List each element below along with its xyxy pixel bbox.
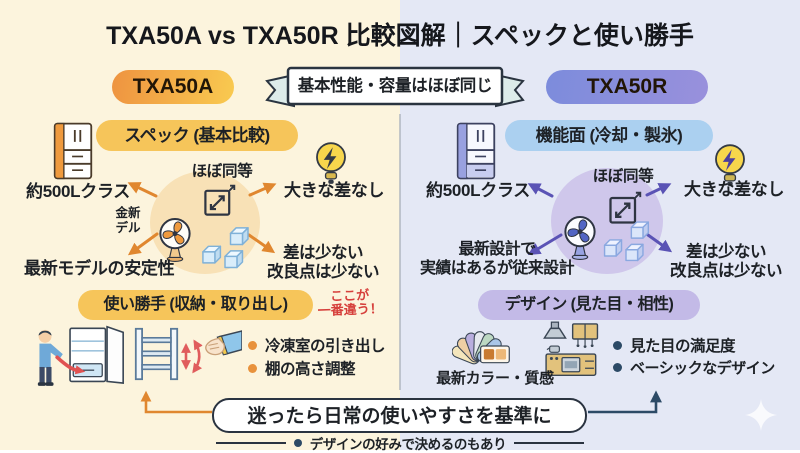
footer-subnote: デザインの好みで決めるのもあり (200, 433, 600, 453)
bullet-dot (293, 439, 302, 447)
hand-icon (201, 329, 243, 377)
color-caption-label: 最新カラー・質感 (436, 370, 554, 387)
no-big-diff-label: 大きな差なし (284, 181, 385, 200)
design-section-header: デザイン (見た目・相性) (478, 290, 700, 320)
no-big-diff-label: 大きな差なし (684, 180, 785, 199)
capacity-label: 約500Lクラス (26, 182, 131, 201)
bullet-dot (613, 363, 622, 372)
usage-section-header: 使い勝手 (収納・取り出し) (78, 290, 313, 320)
fridge-icon (52, 120, 94, 187)
ice-cubes-icon (199, 227, 251, 278)
bullet-dot (613, 340, 622, 350)
footer-sub-text: デザインの好みで決めるのもあり (309, 437, 507, 452)
bullet-dot (248, 363, 257, 373)
kitchen-icon (539, 321, 601, 385)
usage-bullet-row: 冷凍室の引き出し (248, 334, 386, 356)
footer-connector-left (140, 390, 212, 414)
design-bullet-1: 見た目の満足度 (630, 338, 736, 355)
capacity-label: 約500Lクラス (426, 181, 531, 200)
nearly-equal-label: ほぼ同等 (191, 163, 253, 180)
expand-arrows-icon (607, 191, 642, 231)
function-section-header: 機能面 (冷却・製氷) (505, 120, 713, 151)
lightbulb-icon (312, 140, 350, 192)
usage-bullet-row: 棚の高さ調整 (248, 357, 356, 379)
ice-cubes-icon (601, 221, 651, 271)
sub-line-left (215, 441, 286, 445)
center-divider (399, 114, 401, 390)
model-a-badge: TXA50A (112, 70, 234, 104)
fan-icon (155, 214, 195, 269)
highlight-note: ここが 一番違う！ (317, 287, 383, 319)
sparkle-icon (744, 398, 778, 437)
design-bullet-row: ベーシックなデザイン (613, 357, 775, 378)
model-note-label: 金新 デル (115, 206, 141, 235)
shelf-icon (132, 327, 181, 386)
design-note-label: 最新設計で 実績はあるが従来設計 (419, 241, 575, 277)
ribbon-text: 基本性能・容量はほぼ同じ (297, 77, 493, 95)
nearly-equal-label: ほぼ同等 (592, 168, 654, 185)
expand-arrows-icon (202, 184, 236, 223)
small-diff-label: 差は少ない 改良点は少ない (670, 243, 783, 280)
usage-bullet-2: 棚の高さ調整 (265, 361, 356, 378)
ribbon-icon (265, 66, 525, 108)
sub-line-right (514, 441, 585, 445)
stability-label: 最新モデルの安定性 (24, 259, 175, 278)
color-swatches-icon (451, 321, 522, 376)
lightbulb-icon (711, 142, 749, 194)
ribbon-banner: 基本性能・容量はほぼ同じ (262, 63, 528, 117)
model-r-badge: TXA50R (546, 70, 708, 104)
fridge-icon (455, 120, 497, 187)
bullet-dot (248, 340, 257, 350)
person-opening-fridge-icon (33, 320, 128, 398)
small-diff-label: 差は少ない 改良点は少ない (267, 244, 380, 281)
fan-icon (560, 212, 600, 267)
page-title: TXA50A vs TXA50R 比較図解｜スペックと使い勝手 (106, 22, 694, 50)
usage-bullet-1: 冷凍室の引き出し (265, 338, 386, 355)
shelf-adjust-arrows (181, 339, 203, 374)
design-bullet-2: ベーシックなデザイン (630, 360, 775, 377)
design-bullet-row: 見た目の満足度 (613, 334, 736, 356)
footer-banner: 迷ったら日常の使いやすさを基準に (212, 398, 587, 433)
spec-section-header: スペック (基本比較) (96, 120, 298, 151)
